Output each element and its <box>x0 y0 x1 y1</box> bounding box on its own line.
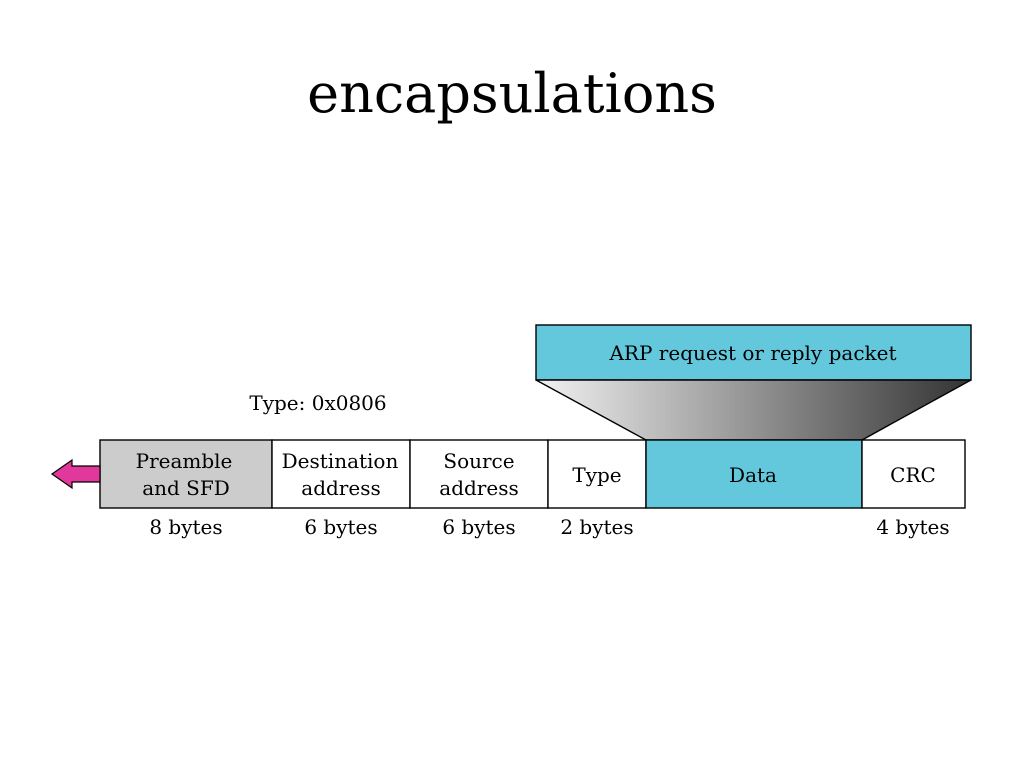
field-destination-label-2: address <box>301 476 380 500</box>
size-source: 6 bytes <box>442 515 515 539</box>
size-destination: 6 bytes <box>304 515 377 539</box>
field-data <box>645 439 863 509</box>
arp-packet-label: ARP request or reply packet <box>608 341 896 365</box>
field-preamble <box>99 439 273 509</box>
left-arrow-icon <box>50 458 101 490</box>
field-data-label: Data <box>729 463 777 487</box>
field-crc <box>861 439 966 509</box>
encapsulation-funnel <box>535 379 972 441</box>
size-preamble: 8 bytes <box>149 515 222 539</box>
field-source-label-1: Source <box>443 449 514 473</box>
size-type: 2 bytes <box>560 515 633 539</box>
field-crc-label: CRC <box>890 463 936 487</box>
field-source-address <box>409 439 549 509</box>
arp-packet-box <box>535 324 972 381</box>
field-type-label: Type <box>572 463 621 487</box>
field-type <box>547 439 647 509</box>
field-destination-address <box>271 439 411 509</box>
size-crc: 4 bytes <box>876 515 949 539</box>
field-preamble-label-2: and SFD <box>142 476 230 500</box>
type-annotation: Type: 0x0806 <box>249 391 386 415</box>
page-title: encapsulations <box>307 62 717 125</box>
field-preamble-label-1: Preamble <box>136 449 233 473</box>
field-source-label-2: address <box>439 476 518 500</box>
field-destination-label-1: Destination <box>282 449 399 473</box>
